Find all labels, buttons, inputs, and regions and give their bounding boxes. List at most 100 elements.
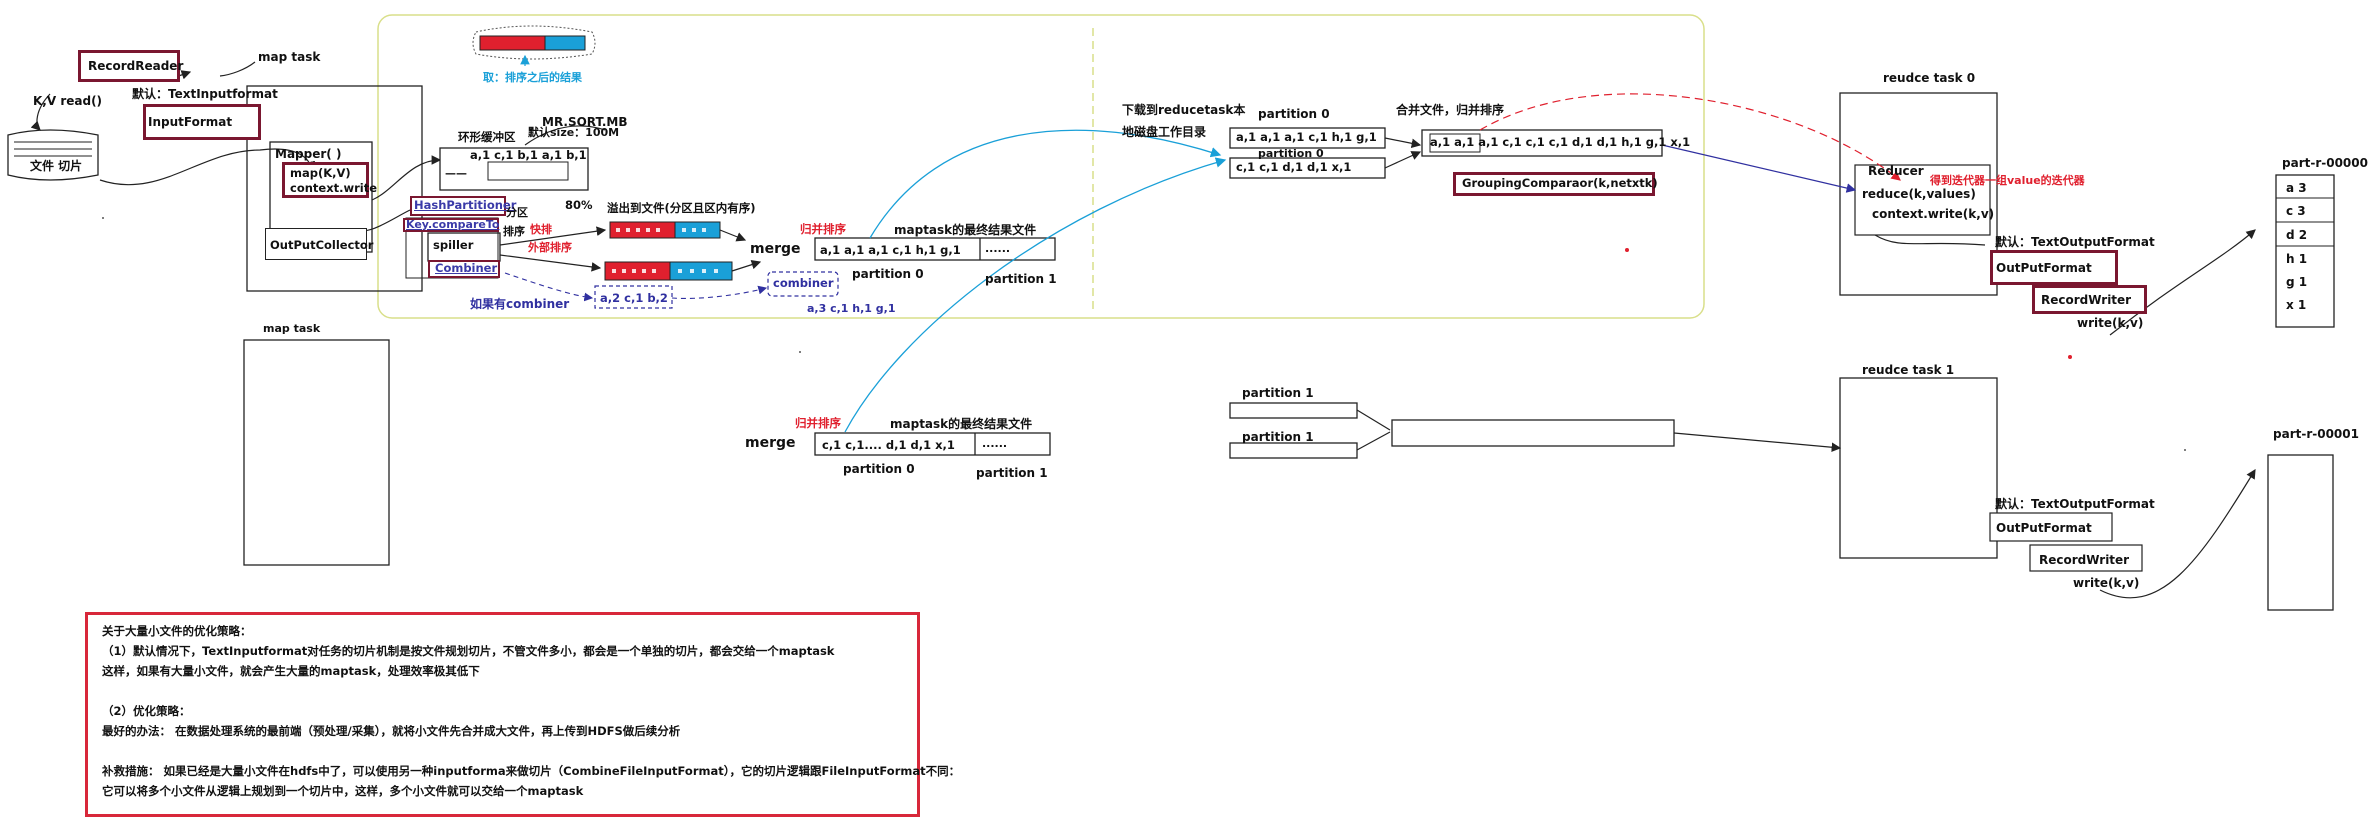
key-compare-label: Key.compareTo	[406, 218, 500, 231]
map-task-box-2	[243, 339, 390, 566]
note-line-4: （2）优化策略：	[102, 704, 191, 718]
mapper-label: Mapper( )	[275, 147, 342, 161]
default-output1-label: 默认：TextOutputFormat	[1995, 497, 2155, 511]
input-format-label: InputFormat	[148, 115, 233, 129]
note-line-7: 补救措施： 如果已经是大量小文件在hdfs中了，可以使用另一种inputform…	[102, 764, 961, 778]
partition0-a-label: partition 0	[852, 267, 924, 281]
reducer-box	[1854, 164, 1991, 236]
note-line-5: 最好的办法： 在数据处理系统的最前端（预处理/采集），就将小文件先合并成大文件，…	[102, 724, 681, 738]
kv-read-label: K,V read()	[33, 94, 103, 108]
default-size-label: 默认size：100M	[528, 126, 620, 139]
r2-cells-label: c,1 c,1 d,1 d,1 x,1	[1236, 160, 1352, 174]
part-val-5: x 1	[2286, 298, 2307, 312]
merge-files-label: 合并文件，归并排序	[1396, 103, 1505, 117]
pai-xu-label: 排序	[503, 225, 525, 238]
value-iterator-label: 得到迭代器一组value的迭代器	[1930, 174, 2085, 187]
combiner-box	[428, 260, 500, 278]
part-r-00001-label: part-r-00001	[2273, 427, 2359, 441]
merge2-label: merge	[745, 435, 796, 451]
fen-qu-label: 分区	[506, 206, 528, 219]
default-output0-label: 默认：TextOutputFormat	[1995, 235, 2155, 249]
final-cells2-label: c,1 c,1.... d,1 d,1 x,1	[822, 438, 955, 452]
key-compare-box	[403, 218, 499, 232]
combiner-out-label: a,2 c,1 b,2	[600, 291, 668, 305]
reduce-task1-label: reudce task 1	[1862, 363, 1955, 377]
merge-sort2-label: 归并排序	[795, 416, 841, 430]
map-context-box	[282, 162, 369, 198]
partition0-r1-label: partition 0	[1258, 107, 1330, 121]
record-reader-box	[78, 50, 180, 82]
combiner-right-box	[767, 271, 839, 297]
final-cells1-label: a,1 a,1 a,1 c,1 h,1 g,1	[820, 243, 961, 257]
part-r-00001-box	[2267, 454, 2334, 611]
merged-cells-label: a,1 a,1 a,1 c,1 c,1 c,1 d,1 d,1 h,1 g,1 …	[1430, 135, 1691, 149]
sorted-result-label: 取：排序之后的结果	[483, 71, 582, 84]
record-writer1-label: RecordWriter	[2039, 553, 2130, 567]
percent80-label: 80%	[565, 198, 593, 212]
spiller-label: spiller	[433, 238, 474, 252]
external-sort-label: 外部排序	[528, 241, 572, 254]
output-collector-box	[265, 228, 367, 260]
map-final-file-2	[814, 432, 1051, 456]
hash-partitioner-label: HashPartitioner	[414, 198, 517, 212]
quick-sort-label: 快排	[530, 223, 552, 236]
map-final2-label: maptask的最终结果文件	[890, 417, 1033, 431]
context-write-label: context.write	[290, 181, 378, 195]
note-line-1: （1）默认情况下，TextInputformat对任务的切片机制是按文件规划切片…	[102, 644, 835, 658]
record-writer0-label: RecordWriter	[2041, 293, 2132, 307]
final-dots1-label: ......	[985, 242, 1011, 255]
merged-file-box-2	[1391, 419, 1675, 447]
hash-partitioner-box	[410, 196, 506, 216]
ring-buffer-label: 环形缓冲区	[458, 130, 516, 144]
output-collector-label: OutPutCollector	[270, 238, 374, 252]
combiner-out-box	[594, 285, 673, 309]
partition0-b-label: partition 0	[843, 462, 915, 476]
mr-sort-label: MR.SORT.MB	[542, 115, 628, 129]
buffer-dash-label: ——	[445, 167, 467, 180]
context-write-kv-label: context.write(k,v)	[1872, 207, 1995, 221]
file-split-label: 文件 切片	[30, 159, 83, 173]
reducer-label: Reducer	[1868, 164, 1924, 178]
final-dots2-label: ......	[982, 437, 1008, 450]
part-val-4: g 1	[2286, 275, 2308, 289]
grouping-label: GroupingComparaor(k,netxtk)	[1462, 176, 1658, 190]
partition-1-row-2	[1229, 442, 1358, 459]
input-format-box	[143, 104, 261, 140]
buffer-cells-label: a,1 c,1 b,1 a,1 b,1	[470, 148, 587, 162]
merge-sort1-label: 归并排序	[800, 222, 846, 236]
grouping-box	[1453, 172, 1655, 196]
note-line-2: 这样，如果有大量小文件，就会产生大量的maptask，处理效率极其低下	[102, 664, 480, 678]
small-file-note: 关于大量小文件的优化策略： （1）默认情况下，TextInputformat对任…	[85, 612, 960, 817]
output-format0-box	[1990, 250, 2118, 285]
if-combiner-label: 如果有combiner	[470, 297, 570, 311]
part-val-0: a 3	[2286, 181, 2307, 195]
combiner-right-label: combiner	[773, 276, 834, 290]
combiner-result-label: a,3 c,1 h,1 g,1	[807, 302, 896, 315]
reduce-task0-label: reudce task 0	[1883, 71, 1976, 85]
record-writer-1-box	[2029, 544, 2143, 572]
map-task-lower-label: map task	[263, 322, 321, 335]
merge1-label: merge	[750, 241, 801, 257]
reduce-kv-label: reduce(k,values)	[1862, 187, 1976, 201]
spiller-box	[427, 232, 501, 262]
map-task-box	[246, 85, 423, 292]
note-line-0: 关于大量小文件的优化策略：	[102, 624, 252, 638]
part-r-00000-box	[2275, 174, 2335, 328]
default-input-label: 默认：TextInputformat	[132, 87, 278, 101]
part-r-00000-label: part-r-00000	[2282, 156, 2368, 170]
map-final1-label: maptask的最终结果文件	[894, 223, 1037, 237]
record-writer0-box	[2032, 285, 2147, 314]
note-line-8: 它可以将多个小文件从逻辑上规划到一个切片中，这样，多个小文件就可以交给一个map…	[102, 784, 584, 798]
map-final-file-1	[814, 237, 1056, 261]
write-kv1-label: write(k,v)	[2073, 576, 2140, 590]
local-dir-label: 地磁盘工作目录	[1122, 125, 1207, 139]
part-val-1: c 3	[2286, 204, 2306, 218]
partition0-r2-label: partition 0	[1258, 147, 1324, 160]
output-format0-label: OutPutFormat	[1996, 261, 2092, 275]
map-kv-label: map(K,V)	[290, 166, 351, 180]
partition1-d-label: partition 1	[1242, 430, 1314, 444]
part-val-3: h 1	[2286, 252, 2308, 266]
reduce-task-1-box	[1839, 377, 1998, 559]
